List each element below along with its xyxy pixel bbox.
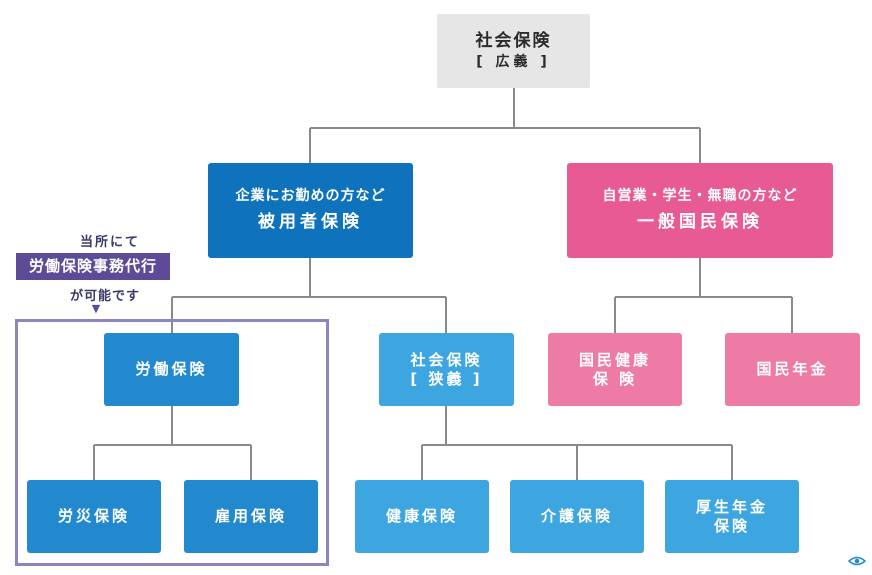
- node-title: 介護保険: [540, 507, 613, 526]
- callout-badge-labor-insurance-agency: 労働保険事務代行: [16, 253, 170, 280]
- node-title: 社会保険: [475, 30, 552, 51]
- node-subtitle: 保険: [713, 516, 750, 535]
- node-subtitle: 自営業・学生・無職の方など: [602, 188, 798, 205]
- node-social-insurance-narrow: 社会保険 [ 狭義 ]: [379, 333, 514, 406]
- down-arrow-icon: ▼: [91, 302, 101, 315]
- node-employee-insurance: 企業にお勤めの方など 被用者保険: [208, 163, 413, 258]
- node-welfare-pension-insurance: 厚生年金 保険: [665, 480, 799, 553]
- node-labor-insurance: 労働保険: [104, 333, 239, 406]
- node-subtitle: [ 広義 ]: [476, 53, 551, 70]
- node-health-insurance: 健康保険: [355, 480, 489, 553]
- callout-top-text: 当所にて: [79, 235, 140, 250]
- node-title: 被用者保険: [258, 211, 363, 232]
- node-social-insurance-broad: 社会保険 [ 広義 ]: [437, 14, 590, 88]
- node-subtitle: [ 狭義 ]: [410, 369, 483, 388]
- node-title: 労働保険: [135, 360, 208, 379]
- node-workers-compensation-insurance: 労災保険: [27, 480, 161, 553]
- node-nursing-care-insurance: 介護保険: [510, 480, 644, 553]
- node-title: 健康保険: [385, 507, 458, 526]
- node-subtitle: 企業にお勤めの方など: [235, 188, 386, 205]
- node-title: 国民年金: [756, 360, 829, 379]
- node-subtitle: 保 険: [592, 369, 638, 388]
- node-title: 雇用保険: [214, 507, 287, 526]
- node-title: 一般国民保険: [637, 211, 763, 232]
- eye-logo-icon: [848, 556, 866, 566]
- node-title: 国民健康: [578, 350, 651, 369]
- labor-insurance-highlight-frame: [15, 319, 329, 566]
- node-title: 社会保険: [410, 350, 483, 369]
- node-national-health-insurance: 国民健康 保 険: [548, 333, 682, 406]
- node-title: 労災保険: [57, 507, 130, 526]
- node-employment-insurance: 雇用保険: [184, 480, 318, 553]
- node-national-pension: 国民年金: [725, 333, 860, 406]
- node-title: 厚生年金: [695, 497, 768, 516]
- callout-bottom-text: が可能です: [69, 289, 140, 304]
- node-general-national-insurance: 自営業・学生・無職の方など 一般国民保険: [567, 163, 833, 258]
